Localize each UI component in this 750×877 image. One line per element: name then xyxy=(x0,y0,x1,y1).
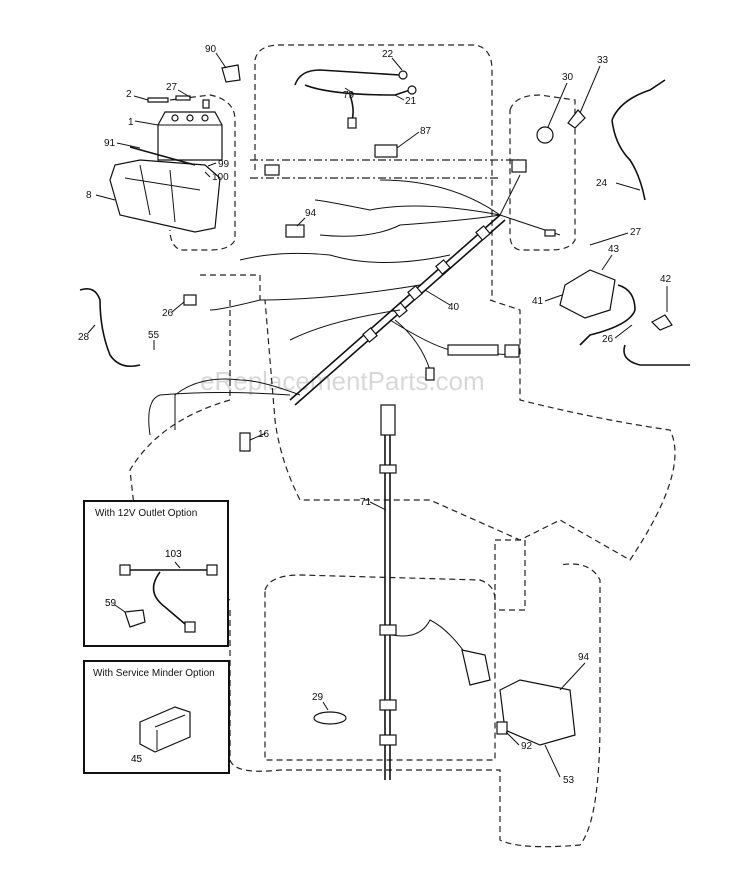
callout-30: 30 xyxy=(562,72,574,83)
headlight-harness xyxy=(294,69,417,129)
callout-45: 45 xyxy=(131,754,143,765)
callout-21: 21 xyxy=(405,96,417,107)
callout-91: 91 xyxy=(104,138,116,149)
callout-41: 41 xyxy=(532,296,544,307)
inset-12v-outlet: With 12V Outlet Option 103 59 xyxy=(83,500,229,647)
part-26 xyxy=(183,294,197,306)
part-87 xyxy=(374,144,398,158)
battery-tray xyxy=(109,159,221,233)
harness-71 xyxy=(379,404,491,780)
main-wiring-harness xyxy=(148,159,561,436)
callout-87: 87 xyxy=(420,126,432,137)
part-90 xyxy=(221,64,241,83)
callout-79: 79 xyxy=(343,90,355,101)
callout-99: 99 xyxy=(218,159,230,170)
part-92 xyxy=(496,721,508,735)
cable-28 xyxy=(79,287,141,368)
callout-27: 27 xyxy=(166,82,178,93)
callout-92: 92 xyxy=(521,741,533,752)
callout-27b: 27 xyxy=(630,227,642,238)
battery-strap xyxy=(129,146,196,166)
watermark: eReplacementParts.com xyxy=(200,366,485,396)
part-94 xyxy=(285,224,305,238)
callout-1: 1 xyxy=(128,117,134,128)
callout-59: 59 xyxy=(105,598,117,609)
cable-24 xyxy=(611,79,666,201)
callout-26b: 26 xyxy=(162,308,174,319)
cable-26b xyxy=(623,344,690,366)
callout-53: 53 xyxy=(563,775,575,786)
callout-labels: 90 27 2 1 91 99 100 8 22 79 21 87 94 30 … xyxy=(78,44,672,786)
callout-40: 40 xyxy=(448,302,460,313)
callout-42: 42 xyxy=(660,274,672,285)
outlet-harness-103 xyxy=(114,561,218,633)
inset-service-minder: With Service Minder Option 45 xyxy=(83,660,230,774)
inset-12v-title: With 12V Outlet Option xyxy=(95,508,198,519)
callout-8: 8 xyxy=(86,190,92,201)
callout-94: 94 xyxy=(305,208,317,219)
chassis-outline xyxy=(129,44,676,848)
inset-service-title: With Service Minder Option xyxy=(93,668,215,679)
callout-103: 103 xyxy=(165,549,182,560)
part-42 xyxy=(651,314,673,331)
part-16 xyxy=(239,432,251,452)
callout-90: 90 xyxy=(205,44,217,55)
service-minder-part xyxy=(139,706,191,753)
cable-26 xyxy=(579,284,636,346)
callout-2: 2 xyxy=(126,89,132,100)
part-33 xyxy=(567,109,586,129)
callout-43: 43 xyxy=(608,244,620,255)
callout-100: 100 xyxy=(212,172,229,183)
callout-55: 55 xyxy=(148,330,160,341)
part-43 xyxy=(559,269,616,319)
callout-24: 24 xyxy=(596,178,608,189)
callout-29: 29 xyxy=(312,692,324,703)
part-94b xyxy=(499,679,576,746)
callout-94b: 94 xyxy=(578,652,590,663)
callout-33: 33 xyxy=(597,55,609,66)
part-30 xyxy=(536,126,554,144)
part-29 xyxy=(313,711,347,725)
callout-28: 28 xyxy=(78,332,90,343)
callout-71: 71 xyxy=(360,497,372,508)
callout-26: 26 xyxy=(602,334,614,345)
callout-22: 22 xyxy=(382,49,394,60)
battery xyxy=(147,95,223,161)
